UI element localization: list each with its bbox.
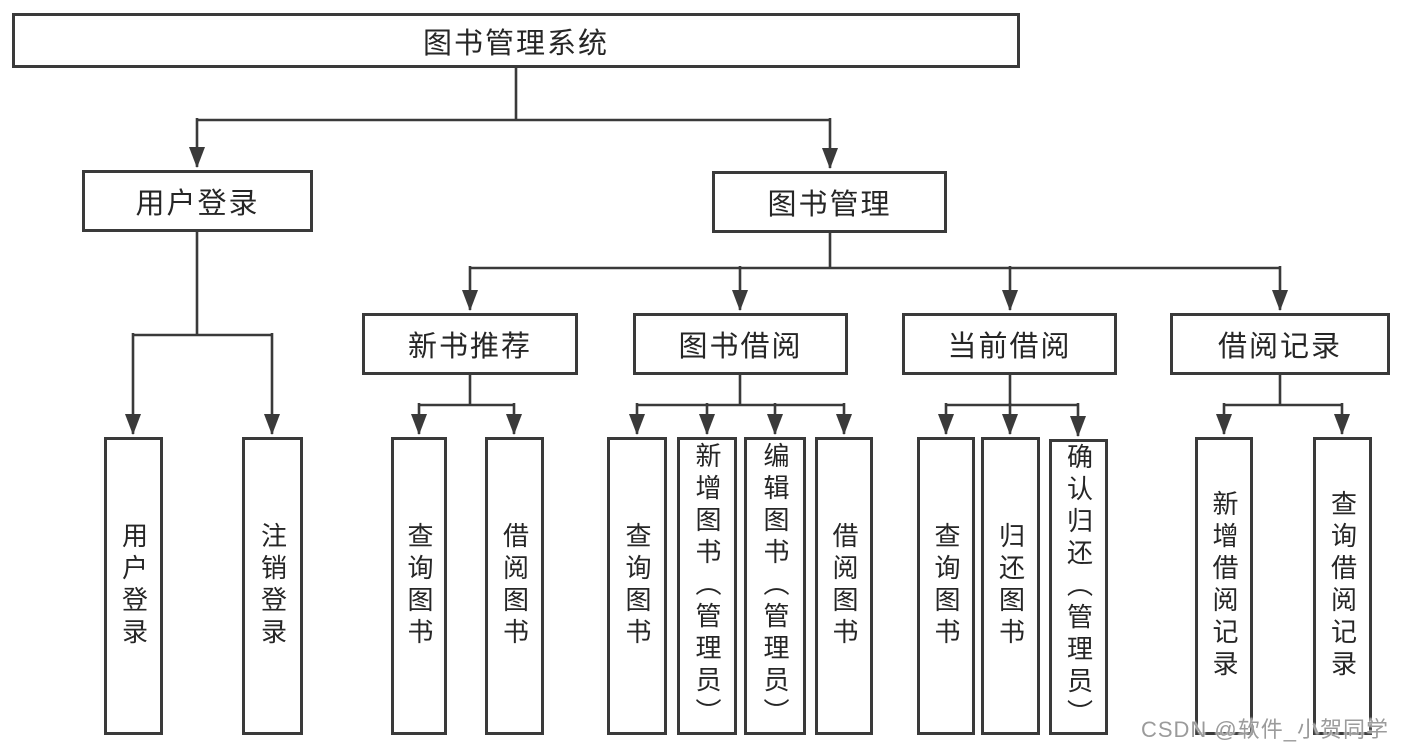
leaf-records-query-record-label: 查询借阅记录 — [1327, 490, 1358, 682]
leaf-recommend-borrow-books-label: 借阅图书 — [499, 522, 530, 650]
leaf-borrow-borrow-books: 借阅图书 — [815, 437, 873, 735]
leaf-current-confirm-return-admin: 确认归还（管理员） — [1049, 439, 1108, 735]
branch-book-management-label: 图书管理 — [767, 189, 892, 221]
leaf-current-query-books: 查询图书 — [917, 437, 975, 735]
leaf-user-login-label: 用户登录 — [118, 522, 149, 650]
node-current-borrowing: 当前借阅 — [902, 313, 1117, 375]
leaf-recommend-query-books-label: 查询图书 — [404, 522, 434, 650]
leaf-records-add-record-label: 新增借阅记录 — [1209, 490, 1239, 682]
leaf-borrow-query-books-label: 查询图书 — [622, 522, 652, 650]
node-borrowing-records-label: 借阅记录 — [1217, 331, 1342, 363]
leaf-user-login: 用户登录 — [104, 437, 163, 735]
root-node-label: 图书管理系统 — [422, 27, 609, 60]
root-node: 图书管理系统 — [12, 13, 1020, 68]
leaf-logout-label: 注销登录 — [257, 522, 288, 650]
leaf-borrow-edit-books-admin: 编辑图书（管理员） — [744, 437, 806, 735]
leaf-current-return-books-label: 归还图书 — [995, 522, 1026, 650]
leaf-logout: 注销登录 — [242, 437, 303, 735]
leaf-current-query-books-label: 查询图书 — [931, 522, 961, 650]
node-current-borrowing-label: 当前借阅 — [947, 331, 1072, 363]
leaf-records-add-record: 新增借阅记录 — [1195, 437, 1253, 735]
leaf-borrow-borrow-books-label: 借阅图书 — [829, 522, 859, 650]
leaf-borrow-edit-books-admin-label: 编辑图书（管理员） — [760, 442, 790, 730]
watermark: CSDN @软件_小贺同学 — [1140, 717, 1389, 742]
node-new-book-recommendation-label: 新书推荐 — [407, 331, 532, 363]
node-book-borrowing: 图书借阅 — [633, 313, 848, 375]
leaf-borrow-query-books: 查询图书 — [607, 437, 667, 735]
branch-book-management: 图书管理 — [712, 171, 947, 233]
branch-user-login-label: 用户登录 — [135, 188, 260, 220]
node-book-borrowing-label: 图书借阅 — [678, 331, 803, 363]
leaf-recommend-query-books: 查询图书 — [391, 437, 447, 735]
branch-user-login: 用户登录 — [82, 170, 313, 232]
leaf-recommend-borrow-books: 借阅图书 — [485, 437, 544, 735]
leaf-current-confirm-return-admin-label: 确认归还（管理员） — [1063, 443, 1094, 731]
leaf-current-return-books: 归还图书 — [981, 437, 1040, 735]
node-borrowing-records: 借阅记录 — [1170, 313, 1390, 375]
node-new-book-recommendation: 新书推荐 — [362, 313, 578, 375]
leaf-borrow-add-books-admin: 新增图书（管理员） — [677, 437, 737, 735]
leaf-records-query-record: 查询借阅记录 — [1313, 437, 1372, 735]
leaf-borrow-add-books-admin-label: 新增图书（管理员） — [692, 442, 722, 730]
